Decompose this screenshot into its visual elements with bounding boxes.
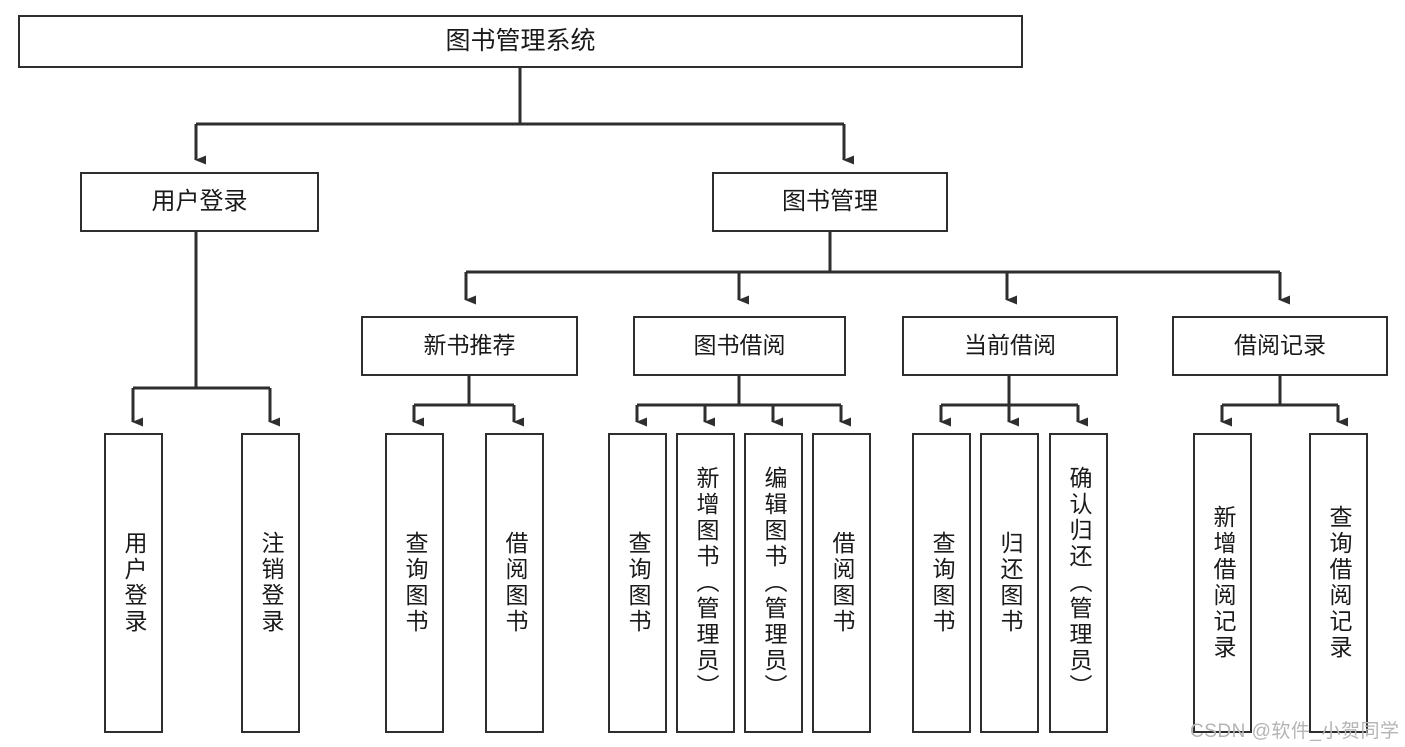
book-management-to-level3-connectors	[464, 232, 1290, 305]
node-label: 用户登录	[151, 187, 248, 215]
node-leaf-query-book-borrow[interactable]: 查询图书	[608, 433, 667, 733]
node-book-management[interactable]: 图书管理	[712, 172, 948, 232]
node-label: 图书管理系统	[445, 26, 596, 55]
node-label: 确认归还（管理员）	[1066, 466, 1092, 700]
node-label: 新书推荐	[423, 332, 516, 359]
node-leaf-edit-book-admin[interactable]: 编辑图书（管理员）	[744, 433, 803, 733]
root-to-level2-connectors	[194, 68, 854, 165]
node-new-book-recommend[interactable]: 新书推荐	[361, 316, 578, 376]
book-borrow-to-leaf-connectors	[635, 376, 851, 427]
current-borrow-to-leaf-connectors	[939, 376, 1088, 427]
node-leaf-return-book[interactable]: 归还图书	[980, 433, 1039, 733]
node-book-management-system[interactable]: 图书管理系统	[18, 15, 1023, 68]
node-label: 查询图书	[402, 531, 428, 635]
node-label: 查询图书	[625, 531, 651, 635]
node-leaf-confirm-return-admin[interactable]: 确认归还（管理员）	[1049, 433, 1108, 733]
node-leaf-query-book-current[interactable]: 查询图书	[912, 433, 971, 733]
new-book-to-leaf-connectors	[412, 376, 524, 427]
node-label: 借阅图书	[502, 531, 528, 635]
node-leaf-borrow-book[interactable]: 借阅图书	[812, 433, 871, 733]
node-leaf-query-borrow-record[interactable]: 查询借阅记录	[1309, 433, 1368, 733]
node-label: 新增借阅记录	[1210, 505, 1236, 661]
node-label: 借阅图书	[829, 531, 855, 635]
node-label: 查询借阅记录	[1326, 505, 1352, 661]
node-current-borrow[interactable]: 当前借阅	[902, 316, 1118, 376]
node-leaf-borrow-book-recommend[interactable]: 借阅图书	[485, 433, 544, 733]
node-label: 图书管理	[782, 187, 878, 215]
node-label: 借阅记录	[1234, 332, 1326, 359]
node-leaf-add-borrow-record[interactable]: 新增借阅记录	[1193, 433, 1252, 733]
borrow-record-to-leaf-connectors	[1220, 376, 1348, 427]
node-label: 图书借阅	[693, 332, 786, 359]
node-user-login[interactable]: 用户登录	[80, 172, 319, 232]
node-leaf-add-book-admin[interactable]: 新增图书（管理员）	[676, 433, 735, 733]
node-borrow-record[interactable]: 借阅记录	[1172, 316, 1388, 376]
user-login-to-leaf-connectors	[131, 232, 280, 427]
node-label: 注销登录	[258, 531, 284, 635]
node-label: 归还图书	[997, 531, 1023, 635]
node-leaf-user-login[interactable]: 用户登录	[104, 433, 163, 733]
node-label: 用户登录	[121, 531, 147, 635]
node-label: 编辑图书（管理员）	[761, 466, 787, 700]
node-label: 查询图书	[929, 531, 955, 635]
node-label: 当前借阅	[964, 332, 1056, 359]
node-book-borrow[interactable]: 图书借阅	[633, 316, 846, 376]
node-leaf-logout[interactable]: 注销登录	[241, 433, 300, 733]
node-leaf-query-book-recommend[interactable]: 查询图书	[385, 433, 444, 733]
node-label: 新增图书（管理员）	[693, 466, 719, 700]
